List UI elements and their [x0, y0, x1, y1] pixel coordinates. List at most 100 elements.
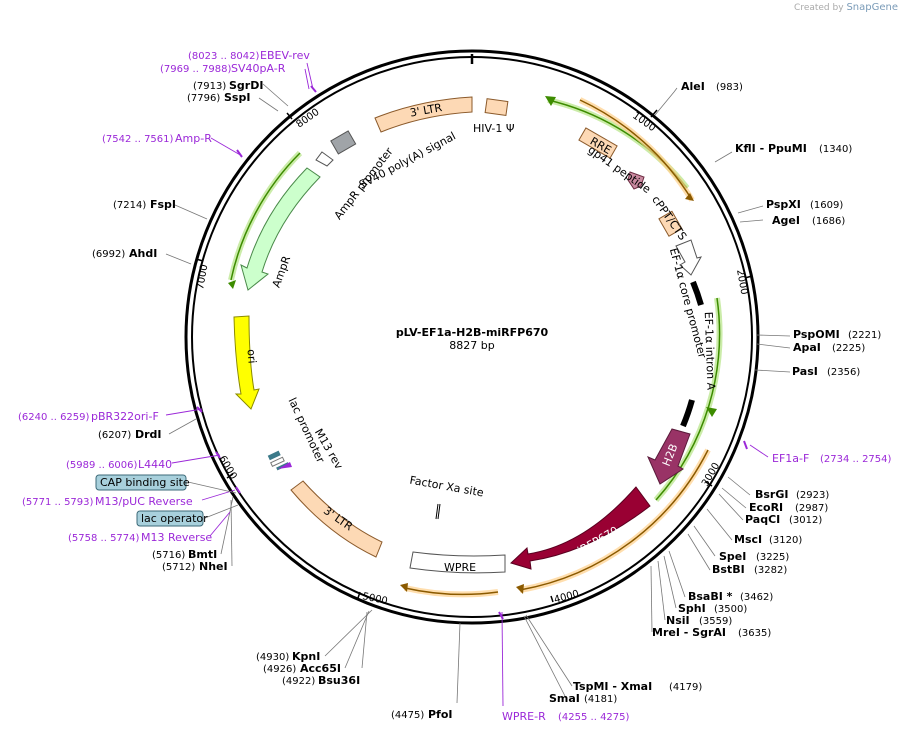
- gp41-feature: [627, 171, 645, 190]
- wpre-label: WPRE: [444, 561, 476, 574]
- primer-marks: [196, 85, 748, 620]
- site-leader-lines: [165, 83, 791, 704]
- site-pspxi-pos: (1609): [810, 200, 843, 211]
- cap-binding-box: [95, 474, 187, 491]
- cap-site-mark: [267, 450, 281, 461]
- site-apai-name: ApaI: [793, 341, 821, 354]
- site-smai-pos: (4181): [584, 694, 617, 705]
- site-paqci-pos: (3012): [789, 515, 822, 526]
- primer-ebvrev-pos: (8023 .. 8042): [188, 51, 260, 62]
- primer-m13rev-pos: (5758 .. 5774): [68, 533, 140, 544]
- m13rev-mark: [278, 462, 292, 469]
- primer-m13rev-name: M13 Reverse: [141, 531, 212, 544]
- ef1a-intron-bar-1: [690, 280, 704, 306]
- site-spei-pos: (3225): [756, 552, 789, 563]
- orf-arrowheads: [228, 96, 717, 594]
- site-tspmi-pos: (4179): [669, 682, 702, 693]
- factor-xa-mark-2: [437, 503, 441, 520]
- site-nsii-name: NsiI: [666, 614, 690, 627]
- primer-sv40par-name: SV40pA-R: [231, 62, 286, 75]
- site-kpni-pos: (4930): [256, 652, 289, 663]
- site-bmti-name: BmtI: [188, 548, 217, 561]
- boxed-labels: CAP binding site lac operator: [95, 474, 208, 527]
- primer-ef1af-pos: (2734 .. 2754): [820, 454, 892, 465]
- site-paqci-name: PaqCI: [745, 513, 780, 526]
- cap-binding-label: CAP binding site: [100, 476, 190, 489]
- ampr-feature: [240, 167, 321, 291]
- site-bstbi-pos: (3282): [754, 565, 787, 576]
- site-nhei-pos: (5712): [162, 562, 195, 573]
- site-sgrdi-pos: (7913): [193, 81, 226, 92]
- ltr3-top-label: 3' LTR: [409, 101, 444, 120]
- backbone-outer: [184, 49, 760, 625]
- primer-l4440-pos: (5989 .. 6006): [66, 460, 138, 471]
- primer-leader-lines: [165, 62, 769, 707]
- primer-ef1af-name: EF1a-F: [772, 452, 809, 465]
- ampr-promoter-feature: [315, 151, 334, 167]
- site-ahdi-pos: (6992): [92, 249, 125, 260]
- credit-prefix: Created by: [794, 3, 844, 13]
- site-agei-pos: (1686): [812, 216, 845, 227]
- mirfp670-feature: [510, 486, 651, 570]
- site-bsabi-name: BsaBI *: [688, 590, 733, 603]
- site-sgrdi-name: SgrDI: [229, 79, 263, 92]
- site-acc65i-pos: (4926): [263, 664, 296, 675]
- factor-xa-mark-1: [435, 503, 439, 520]
- primer-ampr-name: Amp-R: [175, 132, 212, 145]
- ori-label: ori: [244, 349, 258, 364]
- primer-pbr322-name: pBR322ori-F: [91, 410, 159, 423]
- site-fspi-name: FspI: [150, 198, 176, 211]
- site-agei-name: AgeI: [772, 214, 800, 227]
- hiv-psi-label: HIV-1 Ψ: [473, 122, 515, 135]
- tick-label-7000: 7000: [195, 264, 210, 291]
- site-mrei-name: MreI - SgrAI: [652, 626, 726, 639]
- tick-label-3000: 3000: [700, 461, 722, 489]
- site-bsabi-pos: (3462): [740, 592, 773, 603]
- site-pasi-name: PasI: [792, 365, 818, 378]
- ef1a-intron-label: EF-1α intron A: [702, 312, 718, 391]
- primer-pbr322-pos: (6240 .. 6259): [18, 412, 90, 423]
- site-bsu36i-name: Bsu36I: [318, 674, 360, 687]
- site-pfoi-pos: (4475): [391, 710, 424, 721]
- site-pfoi-name: PfoI: [428, 708, 453, 721]
- site-alei-pos: (983): [716, 82, 743, 93]
- primer-m13puc-pos: (5771 .. 5793): [22, 497, 94, 508]
- site-alei-name: AleI: [681, 80, 705, 93]
- rre-feature: [578, 127, 618, 159]
- ori-feature: [233, 315, 260, 410]
- primer-labels: (8023 .. 8042) EBEV-rev (7969 .. 7988) S…: [18, 49, 892, 723]
- tick-label-5000: 5000: [361, 591, 388, 607]
- site-bsrgi-pos: (2923): [796, 490, 829, 501]
- site-pspomi-pos: (2221): [848, 330, 881, 341]
- plasmid-length: 8827 bp: [449, 339, 494, 352]
- site-msci-pos: (3120): [769, 535, 802, 546]
- site-kfli-pos: (1340): [819, 144, 852, 155]
- site-bstbi-name: BstBI: [712, 563, 745, 576]
- site-smai-name: SmaI: [549, 692, 580, 705]
- factor-xa-label: Factor Xa site: [409, 474, 485, 500]
- site-spei-name: SpeI: [719, 550, 746, 563]
- primer-wprer-name: WPRE-R: [502, 710, 546, 723]
- site-nsii-pos: (3559): [699, 616, 732, 627]
- h2b-feature: [647, 428, 691, 485]
- wpre-feature: [409, 551, 506, 574]
- ef1a-core-feature: [675, 239, 702, 276]
- tick-label-2000: 2000: [734, 269, 749, 296]
- site-pspxi-name: PspXI: [766, 198, 801, 211]
- site-fspi-pos: (7214): [113, 200, 146, 211]
- site-drdi-name: DrdI: [135, 428, 162, 441]
- ltr3-bottom-feature: [290, 480, 383, 558]
- site-bmti-pos: (5716): [152, 550, 185, 561]
- site-mrei-pos: (3635): [738, 628, 771, 639]
- site-apai-pos: (2225): [832, 343, 865, 354]
- site-sphi-pos: (3500): [714, 604, 747, 615]
- site-ahdi-name: AhdI: [129, 247, 157, 260]
- sv40-label: SV40 poly(A) signal: [357, 130, 458, 192]
- site-sspi-pos: (7796): [187, 93, 220, 104]
- site-labels: AleI (983) KflI - PpuMI (1340) PspXI (16…: [92, 79, 881, 721]
- hiv-psi-feature: [484, 98, 509, 117]
- ampr-label: AmpR: [270, 254, 294, 290]
- site-ecori-pos: (2987): [795, 503, 828, 514]
- primer-ebvrev-name: EBEV-rev: [260, 49, 310, 62]
- cppt-feature: [658, 210, 683, 237]
